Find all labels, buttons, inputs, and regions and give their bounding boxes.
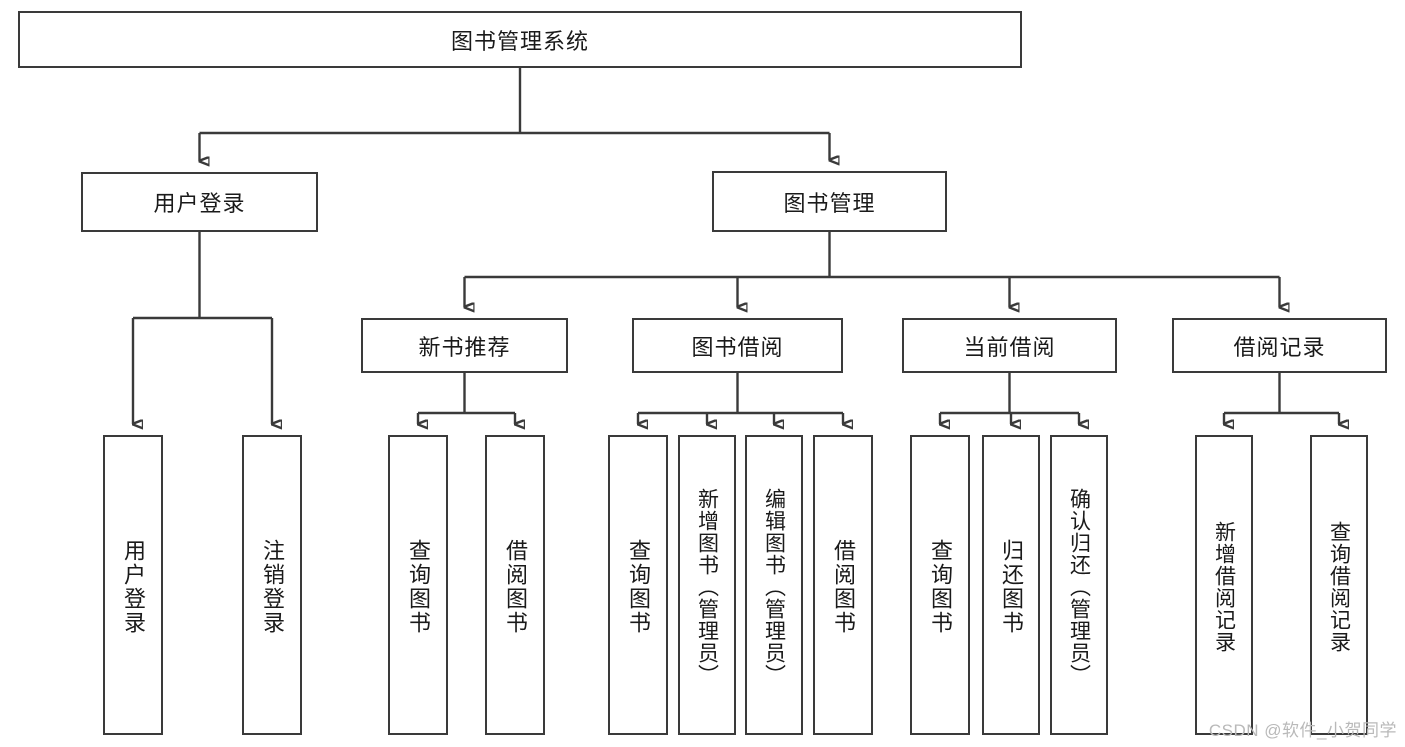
leaf-box-node-2-查询图书[interactable]: 查询图书 <box>388 435 448 735</box>
root-box-node-0-图书管理系统[interactable]: 图书管理系统 <box>18 11 1022 68</box>
leaf-box-node-3-借阅图书[interactable]: 借阅图书 <box>485 435 545 735</box>
level2-box-node-1-图书管理[interactable]: 图书管理 <box>712 171 947 232</box>
leaf-box-node-6-编辑图书管理员[interactable]: 编辑图书（管理员） <box>745 435 803 735</box>
level3-box-node-0-新书推荐[interactable]: 新书推荐 <box>361 318 568 373</box>
leaf-box-node-10-确认归还管理员[interactable]: 确认归还（管理员） <box>1050 435 1108 735</box>
leaf-box-node-9-归还图书[interactable]: 归还图书 <box>982 435 1040 735</box>
leaf-box-node-1-注销登录[interactable]: 注销登录 <box>242 435 302 735</box>
leaf-box-node-0-用户登录[interactable]: 用户登录 <box>103 435 163 735</box>
leaf-label: 查询图书 <box>406 539 431 635</box>
level2-label: 图书管理 <box>783 190 876 216</box>
leaf-label: 借阅图书 <box>831 539 856 635</box>
leaf-label: 编辑图书（管理员） <box>762 488 786 686</box>
level3-label: 借阅记录 <box>1233 334 1326 360</box>
level3-box-node-1-图书借阅[interactable]: 图书借阅 <box>632 318 843 373</box>
level3-box-node-3-借阅记录[interactable]: 借阅记录 <box>1172 318 1387 373</box>
leaf-label: 确认归还（管理员） <box>1067 488 1091 686</box>
leaf-label: 查询图书 <box>626 539 651 635</box>
leaf-label: 注销登录 <box>260 539 285 635</box>
csdn-watermark: CSDN @软件_小贺同学 <box>1208 721 1397 740</box>
leaf-label: 借阅图书 <box>503 539 528 635</box>
leaf-box-node-5-新增图书管理员[interactable]: 新增图书（管理员） <box>678 435 736 735</box>
leaf-box-node-4-查询图书[interactable]: 查询图书 <box>608 435 668 735</box>
root-label: 图书管理系统 <box>450 28 589 54</box>
level3-label: 图书借阅 <box>691 334 784 360</box>
level3-label: 新书推荐 <box>418 334 511 360</box>
leaf-label: 用户登录 <box>121 539 146 635</box>
level2-label: 用户登录 <box>153 191 246 216</box>
leaf-label: 新增借阅记录 <box>1212 521 1236 653</box>
leaf-box-node-8-查询图书[interactable]: 查询图书 <box>910 435 970 735</box>
leaf-box-node-7-借阅图书[interactable]: 借阅图书 <box>813 435 873 735</box>
leaf-label: 查询借阅记录 <box>1327 521 1351 653</box>
leaf-box-node-12-查询借阅记录[interactable]: 查询借阅记录 <box>1310 435 1368 735</box>
level3-label: 当前借阅 <box>963 334 1056 360</box>
leaf-label: 新增图书（管理员） <box>695 488 719 686</box>
leaf-label: 归还图书 <box>999 539 1024 635</box>
level2-box-node-0-用户登录[interactable]: 用户登录 <box>81 172 318 232</box>
leaf-box-node-11-新增借阅记录[interactable]: 新增借阅记录 <box>1195 435 1253 735</box>
level3-box-node-2-当前借阅[interactable]: 当前借阅 <box>902 318 1117 373</box>
leaf-label: 查询图书 <box>928 539 953 635</box>
